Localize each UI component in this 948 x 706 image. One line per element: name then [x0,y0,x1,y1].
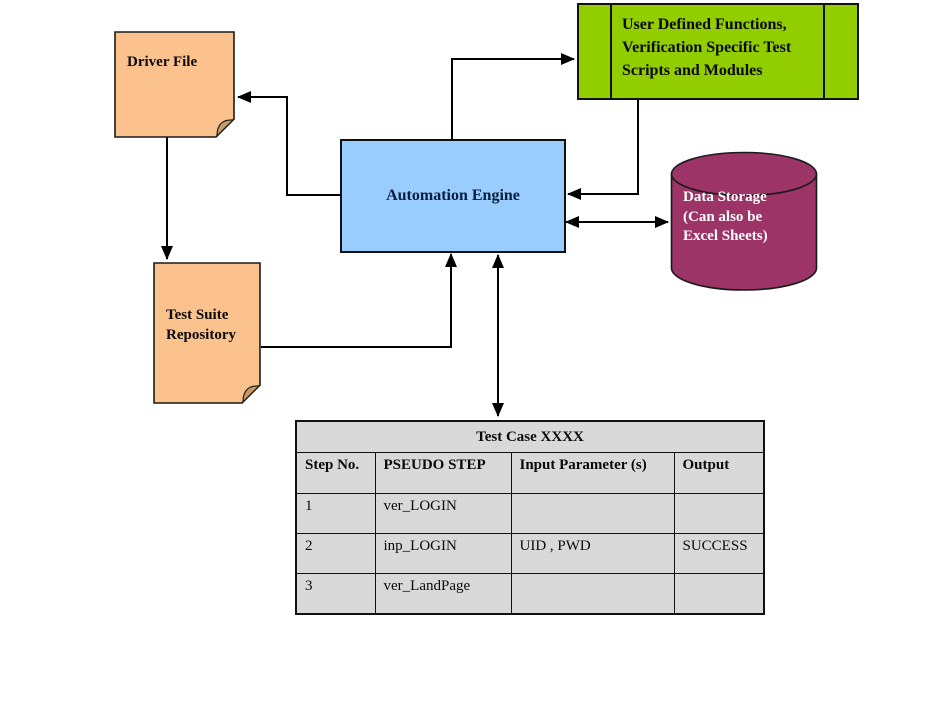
cell-output [673,573,765,615]
cell-step-no: 3 [295,573,376,615]
automation-engine-node: Automation Engine [340,139,566,253]
cell-pseudo-step: inp_LOGIN [374,533,512,574]
folded-corner-icon [242,385,261,404]
test-case-table: Test Case XXXX Step No. PSEUDO STEP Inpu… [295,420,765,615]
edge-userfunctions-to-engine [567,97,639,200]
table-row: 2 inp_LOGIN UID , PWD SUCCESS [295,533,765,574]
cell-input-parameters [510,493,675,534]
cell-output: SUCCESS [673,533,765,574]
table-row: 3 ver_LandPage [295,573,765,615]
test-suite-repository-node [153,262,261,404]
cylinder-top-icon [670,151,818,197]
col-header-input-parameters: Input Parameter (s) [510,452,675,494]
test-suite-repository-label: Test Suite Repository [166,307,236,343]
cell-step-no: 1 [295,493,376,534]
cell-step-no: 2 [295,533,376,574]
table-header-row: Step No. PSEUDO STEP Input Parameter (s)… [295,452,765,494]
table-row: 1 ver_LOGIN [295,493,765,534]
user-functions-node: User Defined Functions, Verification Spe… [577,3,859,100]
user-functions-label: User Defined Functions, Verification Spe… [622,16,792,79]
col-header-pseudo-step: PSEUDO STEP [374,452,512,494]
edge-engine-to-userfunctions [451,53,575,139]
cell-input-parameters: UID , PWD [510,533,675,574]
driver-file-label: Driver File [127,54,198,70]
cell-output [673,493,765,534]
col-header-step-no: Step No. [295,452,376,494]
cell-pseudo-step: ver_LOGIN [374,493,512,534]
table-title-row: Test Case XXXX [295,420,765,453]
test-case-table-grid: Test Case XXXX Step No. PSEUDO STEP Inpu… [295,420,765,615]
data-storage-node [670,151,818,291]
cell-input-parameters [510,573,675,615]
predef-left-bar [610,5,612,98]
edge-repository-to-engine [261,253,457,348]
automation-engine-label: Automation Engine [386,187,520,204]
cell-pseudo-step: ver_LandPage [374,573,512,615]
folded-corner-icon [216,119,235,138]
edge-engine-to-driverfile [237,91,340,196]
col-header-output: Output [673,452,765,494]
table-title: Test Case XXXX [295,420,765,453]
predef-right-bar [823,5,825,98]
driver-file-node [114,31,235,138]
data-storage-label: Data Storage (Can also be Excel Sheets) [683,189,768,244]
